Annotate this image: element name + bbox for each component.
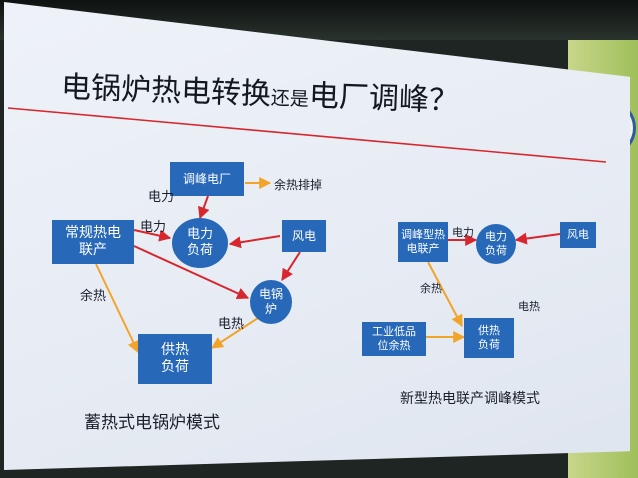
heat-load-label-right: 供热负荷 — [478, 324, 500, 351]
arrow-wind-to-boiler — [281, 251, 301, 282]
arrow-chp-to-heat — [95, 263, 139, 354]
heat-load-node: 供热负荷 — [138, 334, 212, 384]
left-caption: 蓄热式电锅炉模式 — [84, 413, 220, 433]
wind-power-label-right: 风电 — [567, 228, 589, 242]
electric-heat-label: 电热 — [218, 317, 245, 332]
power-label-right: 电力 — [452, 226, 474, 239]
arrow-chp-to-load — [133, 229, 172, 242]
conventional-chp-label: 常规热电联产 — [65, 224, 121, 259]
heat-load-node-right: 供热负荷 — [464, 318, 514, 358]
arrow-boiler-to-heat — [210, 317, 259, 349]
power-load-node-right: 电力负荷 — [476, 224, 516, 264]
industrial-waste-heat-node: 工业低品位余热 — [362, 322, 426, 356]
peak-power-plant-label: 调峰电厂 — [182, 171, 231, 186]
power-label-1: 电力 — [148, 190, 175, 205]
conventional-chp-node: 常规热电联产 — [52, 220, 134, 264]
arrow-peak-to-load — [198, 195, 210, 220]
arrow-wind-to-load-right — [514, 232, 561, 245]
power-load-label: 电力负荷 — [186, 226, 213, 258]
right-caption: 新型热电联产调峰模式 — [400, 391, 540, 407]
power-label-2: 电力 — [140, 220, 167, 235]
waste-heat-label-right: 余热 — [420, 282, 442, 295]
wind-power-node: 风电 — [282, 220, 326, 252]
peak-power-plant-node: 调峰电厂 — [170, 162, 244, 196]
electric-heat-label-right: 电热 — [518, 300, 540, 313]
waste-heat-label: 余热 — [80, 289, 107, 304]
title-rule — [7, 107, 607, 163]
power-load-node: 电力负荷 — [172, 218, 228, 268]
peak-chp-node: 调峰型热电联产 — [398, 222, 448, 262]
industrial-waste-heat-label: 工业低品位余热 — [372, 325, 416, 352]
electric-boiler-label: 电锅炉 — [258, 287, 283, 316]
arrow-wind-to-load — [228, 235, 281, 249]
peak-chp-label: 调峰型热电联产 — [401, 228, 445, 255]
wind-power-label: 风电 — [291, 228, 316, 243]
waste-heat-discharge-label: 余热排掉 — [274, 178, 323, 192]
heat-load-label: 供热负荷 — [161, 341, 189, 376]
electric-boiler-node: 电锅炉 — [250, 280, 292, 324]
arrow-peakchp-to-heat — [427, 261, 463, 328]
arrow-chp-to-boiler — [133, 245, 250, 299]
power-load-label-right: 电力负荷 — [485, 230, 507, 257]
wind-power-node-right: 风电 — [560, 222, 596, 248]
